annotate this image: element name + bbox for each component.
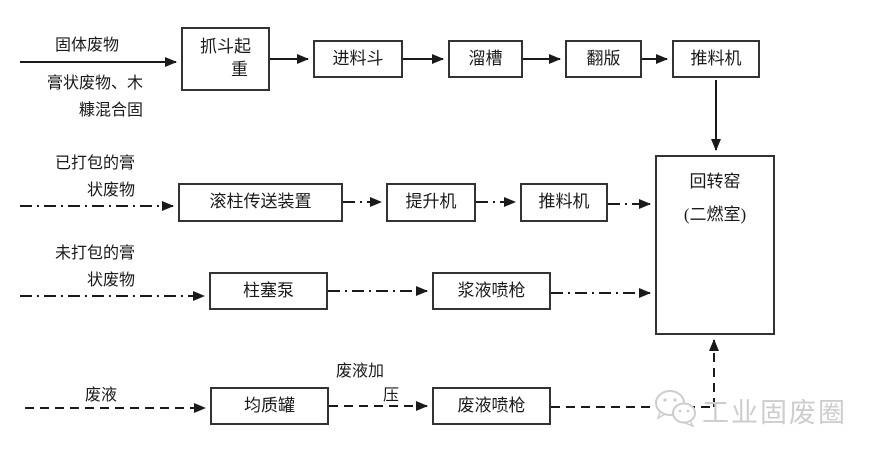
node-grab-crane: 抓斗起 重 xyxy=(181,27,270,91)
node-homogenizer: 均质罐 xyxy=(210,387,329,425)
row3-dashdot-connectors xyxy=(20,286,651,301)
node-pusher-top: 推料机 xyxy=(672,40,760,78)
row2-dashdot-connectors xyxy=(20,197,651,211)
label-paste-wood-line1: 膏状废物、木 xyxy=(47,75,144,92)
label-unpacked-paste-line2: 状废物 xyxy=(87,272,136,289)
label-unpacked-paste-line1: 未打包的膏 xyxy=(55,245,136,262)
row1-solid-connectors xyxy=(20,54,721,151)
label-paste-wood-line2: 糠混合固 xyxy=(79,102,144,119)
wechat-icon xyxy=(652,388,698,433)
watermark-text: 工业固废圈 xyxy=(702,398,847,428)
node-flip-plate: 翻版 xyxy=(565,40,642,78)
label-solid-waste: 固体废物 xyxy=(55,37,120,54)
label-pressurize-line2: 压 xyxy=(383,387,400,404)
node-rotary-kiln: 回转窑 (二燃室) xyxy=(655,155,775,335)
node-pusher-mid: 推料机 xyxy=(520,183,608,222)
label-pressurize-line1: 废液加 xyxy=(336,363,385,380)
label-packed-paste-line1: 已打包的膏 xyxy=(55,155,136,172)
node-grab-crane-line2: 重 xyxy=(231,60,248,79)
node-rotary-kiln-line2: (二燃室) xyxy=(683,204,747,224)
label-packed-paste-line2: 状废物 xyxy=(87,182,136,199)
node-roller-conveyor: 滚柱传送装置 xyxy=(178,183,343,222)
node-plunger-pump: 柱塞泵 xyxy=(209,272,328,310)
label-waste-liquid: 废液 xyxy=(85,387,118,404)
node-grab-crane-line1: 抓斗起 xyxy=(200,37,251,57)
node-waste-liquid-gun: 废液喷枪 xyxy=(432,387,551,425)
node-chute: 溜槽 xyxy=(448,40,523,78)
node-feed-hopper: 进料斗 xyxy=(313,40,403,78)
node-slurry-gun: 浆液喷枪 xyxy=(432,272,551,310)
node-rotary-kiln-line1: 回转窑 xyxy=(689,172,741,191)
node-elevator: 提升机 xyxy=(386,183,476,222)
watermark: 工业固废圈 xyxy=(652,388,847,433)
